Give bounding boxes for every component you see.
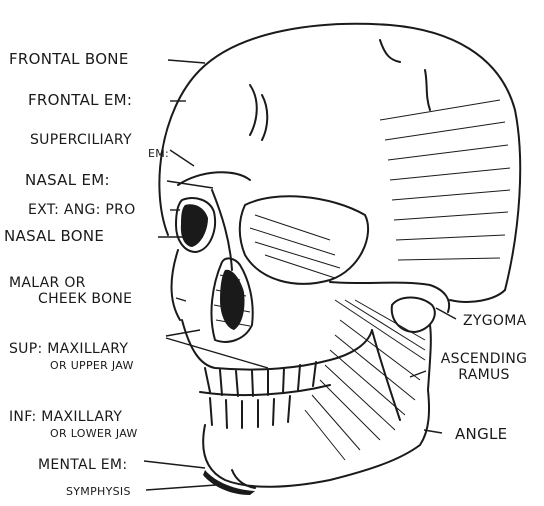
- cranium-outline: [159, 24, 520, 290]
- occiput-outline: [450, 290, 505, 302]
- label-sup-max-line1: SUP: MAXILLARY: [9, 342, 128, 356]
- zygomatic-arch: [330, 282, 449, 312]
- orbit-right: [240, 196, 368, 284]
- label-inf-max-line2: OR LOWER JAW: [50, 428, 138, 439]
- lower-teeth: [210, 396, 290, 428]
- label-frontal-em: FRONTAL EM:: [28, 93, 132, 108]
- label-nasal-bone: NASAL BONE: [4, 229, 104, 244]
- label-symphysis: SYMPHYSIS: [66, 486, 131, 497]
- brow-ridge: [178, 172, 250, 185]
- label-superciliary-line2: EM:: [148, 148, 169, 159]
- zygoma-process: [392, 298, 435, 333]
- label-ascending-line1: ASCENDING: [428, 352, 540, 366]
- label-malar-line2: CHEEK BONE: [38, 292, 132, 306]
- leader-frontal-bone: [168, 60, 205, 63]
- leader-sup-max-b: [166, 338, 268, 368]
- label-mental-em: MENTAL EM:: [38, 458, 127, 472]
- label-angle: ANGLE: [455, 427, 507, 442]
- leader-nasal-em: [167, 181, 213, 188]
- label-nasal-em: NASAL EM:: [25, 173, 110, 188]
- cranium-mark-2: [262, 95, 267, 140]
- leader-malar: [176, 298, 186, 301]
- label-ascending-line2: RAMUS: [428, 368, 540, 382]
- label-superciliary-line1: SUPERCILIARY: [30, 133, 132, 147]
- suture-1: [425, 70, 430, 110]
- label-zygoma: ZYGOMA: [463, 314, 526, 328]
- malar-outline: [172, 250, 181, 320]
- label-sup-max-line2: OR UPPER JAW: [50, 360, 134, 371]
- leader-mental-em: [144, 461, 205, 468]
- label-inf-max-line1: INF: MAXILLARY: [9, 410, 122, 424]
- leader-lines: [144, 60, 456, 490]
- label-malar-line1: MALAR OR: [9, 276, 86, 290]
- tooth-line: [200, 385, 330, 395]
- leader-zygoma: [436, 308, 456, 319]
- leader-symphysis: [146, 485, 216, 490]
- cranium-mark-1: [250, 85, 257, 135]
- leader-superciliary: [170, 150, 194, 166]
- cranium-mark-3: [380, 40, 400, 62]
- leader-sup-max-a: [166, 330, 200, 336]
- label-ext-ang-pro: EXT: ANG: PRO: [28, 203, 136, 217]
- label-frontal-bone: FRONTAL BONE: [9, 52, 129, 67]
